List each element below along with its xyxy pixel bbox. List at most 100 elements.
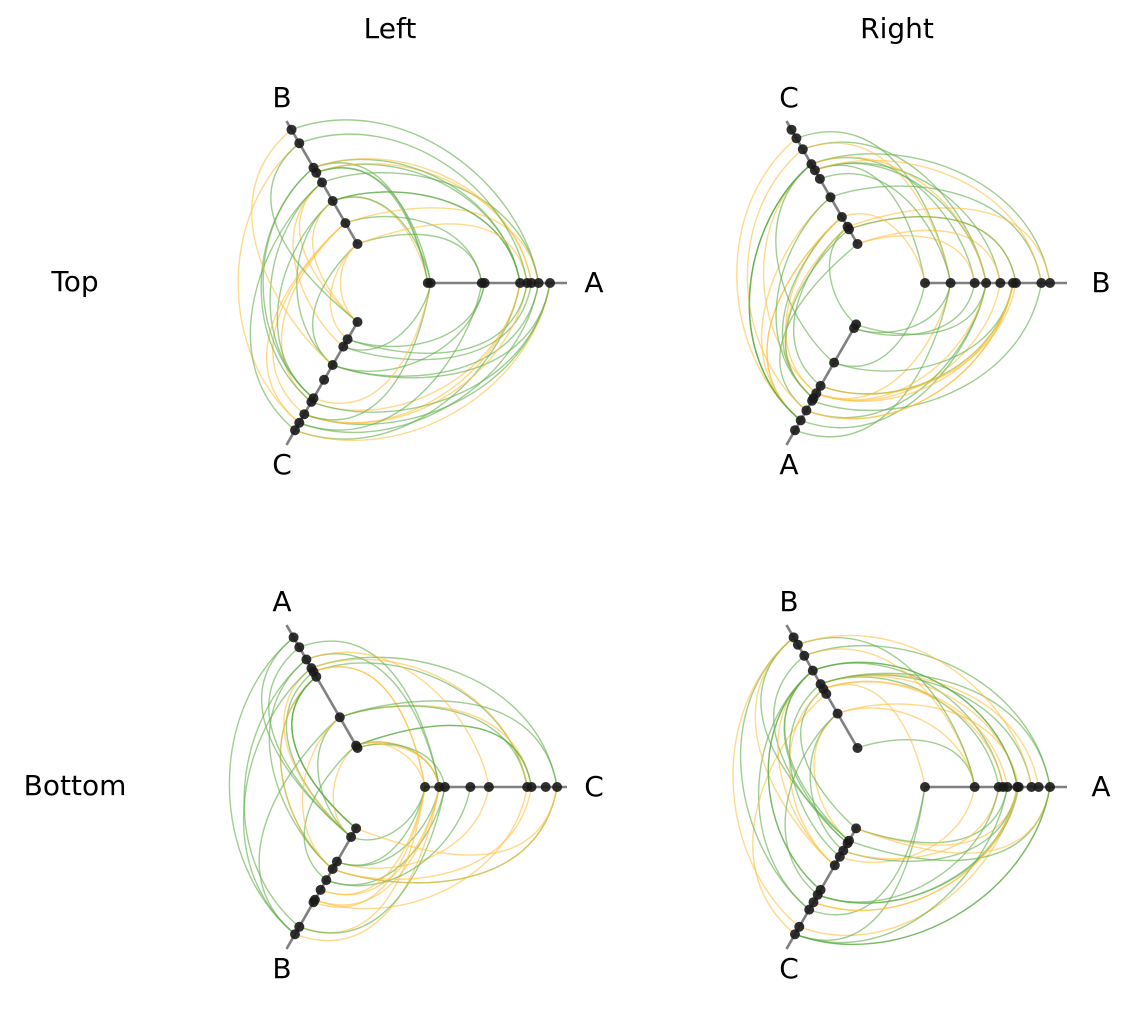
hive-edge bbox=[830, 185, 1043, 284]
hive-node-c bbox=[552, 782, 563, 792]
hive-node-c bbox=[342, 334, 353, 345]
hive-edge bbox=[792, 226, 849, 387]
hive-edge bbox=[855, 786, 1051, 854]
hive-node-a bbox=[533, 278, 544, 288]
hive-edge bbox=[339, 700, 558, 788]
axis-label-lower: B bbox=[272, 952, 291, 985]
hive-edge bbox=[242, 667, 312, 935]
hive-node-c bbox=[465, 782, 476, 792]
hive-edge bbox=[828, 226, 857, 325]
axis-label-upper: B bbox=[779, 585, 798, 618]
hive-node-b bbox=[340, 218, 351, 229]
hive-edge bbox=[313, 666, 426, 788]
hive-panel-top-left: A B C bbox=[237, 81, 604, 481]
hive-edge bbox=[355, 741, 440, 788]
axis-label-upper: A bbox=[272, 585, 291, 618]
hive-edge bbox=[775, 163, 835, 364]
hive-node-b bbox=[352, 239, 363, 249]
hive-panel-bottom-left: C A B bbox=[228, 585, 604, 985]
hive-edge bbox=[784, 713, 839, 896]
hive-node-b bbox=[788, 632, 799, 643]
hive-node-b bbox=[920, 278, 930, 288]
hive-edge bbox=[317, 716, 352, 838]
hive-edge bbox=[811, 282, 1043, 412]
hive-node-b bbox=[290, 929, 300, 940]
hive-edge bbox=[739, 636, 810, 911]
hive-edge bbox=[816, 282, 987, 401]
hive-edge bbox=[847, 207, 1051, 284]
hive-node-c bbox=[851, 823, 862, 834]
hive-node-b bbox=[1045, 278, 1055, 288]
hive-edge bbox=[237, 142, 300, 424]
hive-edge bbox=[343, 282, 533, 361]
hive-edge bbox=[853, 282, 952, 334]
hive-node-a bbox=[306, 663, 317, 674]
hive-edge bbox=[291, 676, 357, 829]
hive-node-c bbox=[786, 124, 797, 135]
hive-node-c bbox=[797, 144, 808, 155]
hive-edge bbox=[276, 200, 334, 399]
hive-edge bbox=[320, 786, 426, 896]
hive-node-b bbox=[792, 639, 803, 650]
hive-node-b bbox=[327, 196, 338, 206]
hive-node-c bbox=[439, 782, 450, 792]
hive-node-a bbox=[849, 323, 859, 334]
row-title-bottom: Bottom bbox=[24, 769, 127, 802]
hive-node-c bbox=[842, 221, 853, 232]
axis-label-right: A bbox=[1091, 770, 1110, 803]
hive-edge bbox=[848, 786, 1051, 862]
hive-edge bbox=[814, 159, 1043, 284]
hive-edge bbox=[813, 786, 1018, 912]
hive-node-b bbox=[286, 124, 297, 135]
hive-edge bbox=[797, 637, 976, 788]
hive-node-b bbox=[1010, 278, 1021, 288]
hive-node-a bbox=[829, 357, 840, 368]
hive-node-c bbox=[338, 341, 349, 352]
hive-edge bbox=[752, 693, 827, 935]
hive-node-a bbox=[795, 415, 806, 426]
hive-edge bbox=[802, 141, 987, 284]
hive-node-a bbox=[301, 654, 312, 665]
hive-edge bbox=[355, 742, 426, 788]
hive-node-a bbox=[425, 278, 436, 288]
hive-edge bbox=[811, 153, 1051, 284]
hive-edge bbox=[784, 670, 850, 842]
hive-node-c bbox=[804, 904, 815, 915]
hive-edge bbox=[350, 786, 426, 841]
hive-edge bbox=[746, 148, 807, 412]
hive-edge bbox=[841, 213, 926, 284]
hive-edge bbox=[251, 129, 334, 366]
hive-edge bbox=[228, 636, 296, 935]
hive-node-c bbox=[327, 360, 338, 370]
hive-node-c bbox=[806, 159, 817, 170]
hive-edge bbox=[833, 282, 926, 367]
hive-edge bbox=[775, 196, 831, 399]
hive-node-a bbox=[526, 278, 537, 288]
hive-edge bbox=[763, 163, 817, 394]
hive-node-a bbox=[1002, 782, 1013, 792]
hive-node-a bbox=[515, 278, 526, 288]
hive-edge bbox=[299, 133, 528, 284]
hive-edge bbox=[816, 282, 1001, 402]
hive-edge bbox=[311, 658, 528, 788]
hive-edge bbox=[332, 786, 533, 881]
hive-edge bbox=[329, 243, 358, 340]
hive-node-c bbox=[483, 782, 494, 792]
hive-edge bbox=[357, 743, 446, 788]
hive-edge bbox=[332, 191, 521, 284]
hive-edge bbox=[748, 163, 812, 421]
hive-edge bbox=[268, 658, 334, 870]
hive-edge bbox=[316, 167, 432, 284]
hive-edge bbox=[304, 282, 432, 421]
hive-node-c bbox=[814, 173, 825, 184]
hive-edge bbox=[270, 142, 358, 323]
hive-edge bbox=[823, 683, 926, 788]
hive-edge bbox=[306, 653, 440, 788]
hive-node-b bbox=[981, 278, 992, 288]
hive-node-a bbox=[969, 782, 980, 792]
hive-node-b bbox=[852, 743, 863, 753]
hive-node-a bbox=[920, 782, 930, 792]
hive-edge bbox=[857, 235, 976, 284]
hive-edge bbox=[732, 636, 800, 928]
hive-edge bbox=[299, 282, 540, 433]
